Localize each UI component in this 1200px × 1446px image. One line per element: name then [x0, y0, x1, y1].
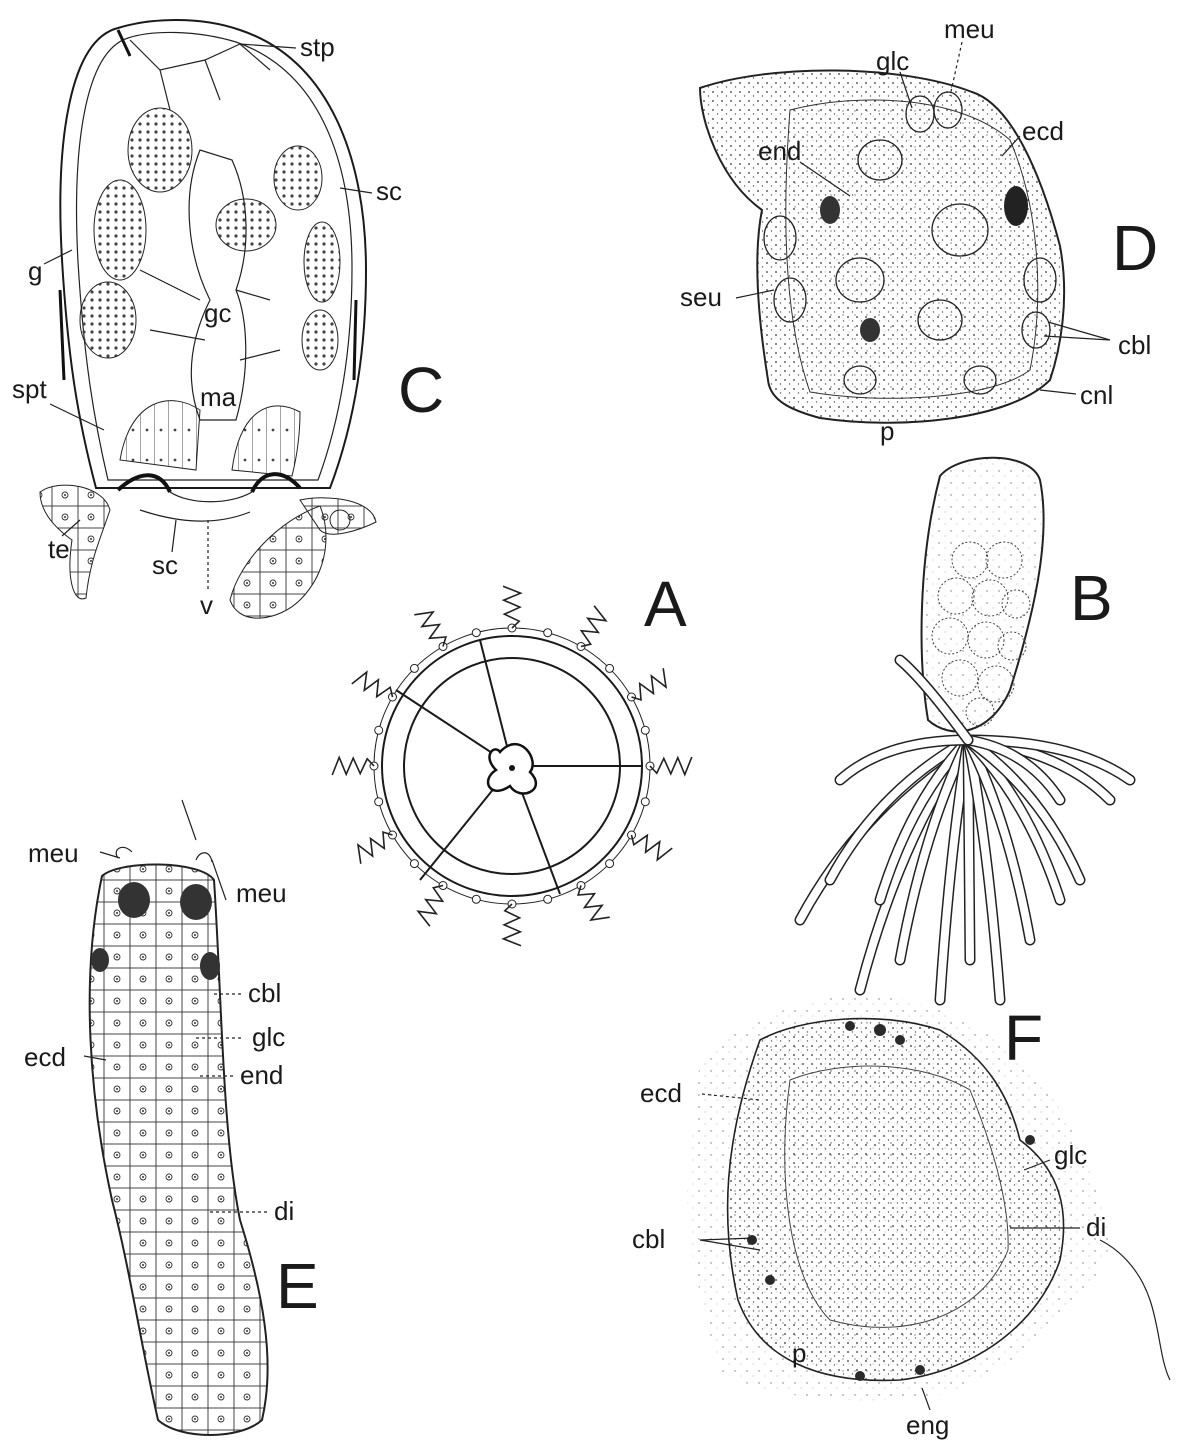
panel-b-letter: B	[1070, 562, 1113, 634]
marginal-tentacle	[650, 757, 692, 775]
label-eng: eng	[906, 1410, 949, 1440]
label-p: p	[880, 416, 894, 446]
panel-d-section-drawing	[700, 70, 1064, 422]
panel-a-letter: A	[644, 568, 687, 640]
label-cnl: cnl	[1080, 380, 1113, 410]
label-glc: glc	[1054, 1140, 1087, 1170]
panel-b-polyp-drawing: B	[800, 458, 1130, 1000]
label-stp: stp	[300, 32, 335, 62]
panel-a-medusa-drawing: A	[332, 568, 692, 946]
marginal-tentacle	[352, 672, 393, 697]
tentacle-bulb	[606, 664, 614, 672]
label-ecd: ecd	[1022, 116, 1064, 146]
label-di: di	[274, 1196, 294, 1226]
tentacle-bulb	[544, 895, 552, 903]
label-ecd: ecd	[640, 1078, 682, 1108]
label-ma: ma	[200, 382, 237, 412]
marginal-tentacle	[581, 606, 606, 647]
label-glc: glc	[252, 1022, 285, 1052]
tentacle-bulb	[375, 798, 383, 806]
label-te: te	[48, 534, 70, 564]
label-seu: seu	[680, 282, 722, 312]
marginal-tentacle	[632, 668, 667, 700]
marginal-tentacle	[578, 886, 610, 921]
marginal-tentacle	[358, 832, 393, 864]
marginal-tentacle	[418, 886, 443, 927]
marginal-tentacle	[632, 835, 673, 860]
label-ecd: ecd	[24, 1042, 66, 1072]
tentacle-bulb	[472, 895, 480, 903]
tentacle-bulb	[641, 726, 649, 734]
label-glc: glc	[876, 46, 909, 76]
label-spt: spt	[12, 374, 47, 404]
label-v: v	[200, 590, 213, 620]
marginal-tentacle	[332, 757, 374, 775]
label-sc-top: sc	[376, 176, 402, 206]
label-meu-right: meu	[236, 878, 287, 908]
panel-e-letter: E	[276, 1250, 319, 1322]
marginal-tentacle	[414, 612, 446, 647]
label-cbl: cbl	[248, 978, 281, 1008]
panel-d-letter: D	[1112, 212, 1158, 284]
tentacle-bulb	[375, 726, 383, 734]
label-end: end	[240, 1060, 283, 1090]
gonad-egg-masses	[80, 108, 340, 370]
panel-f-letter: F	[1004, 1002, 1043, 1074]
label-end: end	[758, 136, 801, 166]
label-gc: gc	[204, 298, 231, 328]
tentacle-bulb	[606, 860, 614, 868]
label-cbl: cbl	[1118, 330, 1151, 360]
label-p: p	[792, 1338, 806, 1368]
label-sc-bottom: sc	[152, 550, 178, 580]
panel-f-section-drawing	[687, 995, 1170, 1400]
label-meu-left: meu	[28, 838, 79, 868]
tentacle-bulb	[410, 664, 418, 672]
tentacle-bulb	[410, 860, 418, 868]
label-di: di	[1086, 1212, 1106, 1242]
marginal-tentacle	[503, 586, 521, 628]
panel-c-letter: C	[398, 354, 444, 426]
tentacle-bulb	[641, 798, 649, 806]
label-meu: meu	[944, 14, 995, 44]
tentacle-bulb	[544, 629, 552, 637]
label-cbl: cbl	[632, 1224, 665, 1254]
tentacle-bulb	[472, 629, 480, 637]
marginal-tentacle	[503, 904, 521, 946]
label-g: g	[28, 256, 42, 286]
